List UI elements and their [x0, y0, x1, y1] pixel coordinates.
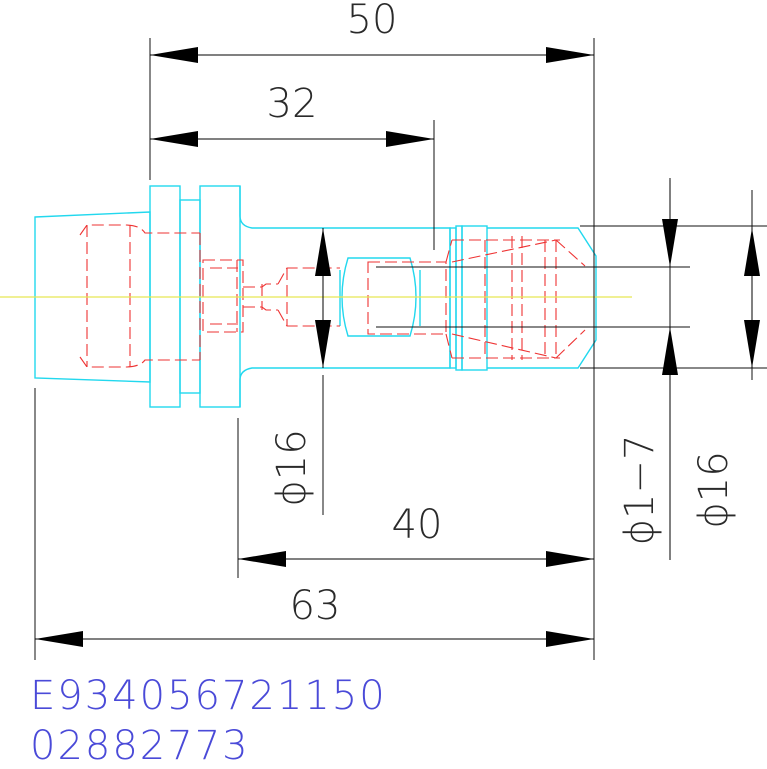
part-code-line1: E934056721150 [30, 673, 387, 719]
dim-text-bore-diameter: ϕ16 [269, 429, 315, 506]
dim-text-nose-diameter: ϕ16 [691, 451, 737, 528]
dimension-lines [35, 46, 760, 647]
extension-lines [34, 38, 767, 660]
hidden-lines [79, 224, 586, 368]
dim-text-50: 50 [347, 0, 398, 43]
dim-text-40: 40 [392, 502, 443, 548]
dim-text-collet-range: ϕ1−7 [617, 435, 663, 546]
dim-text-63: 63 [290, 583, 341, 629]
part-code-line2: 02882773 [30, 723, 250, 769]
part-outline [34, 185, 597, 408]
dim-text-32: 32 [267, 81, 318, 127]
